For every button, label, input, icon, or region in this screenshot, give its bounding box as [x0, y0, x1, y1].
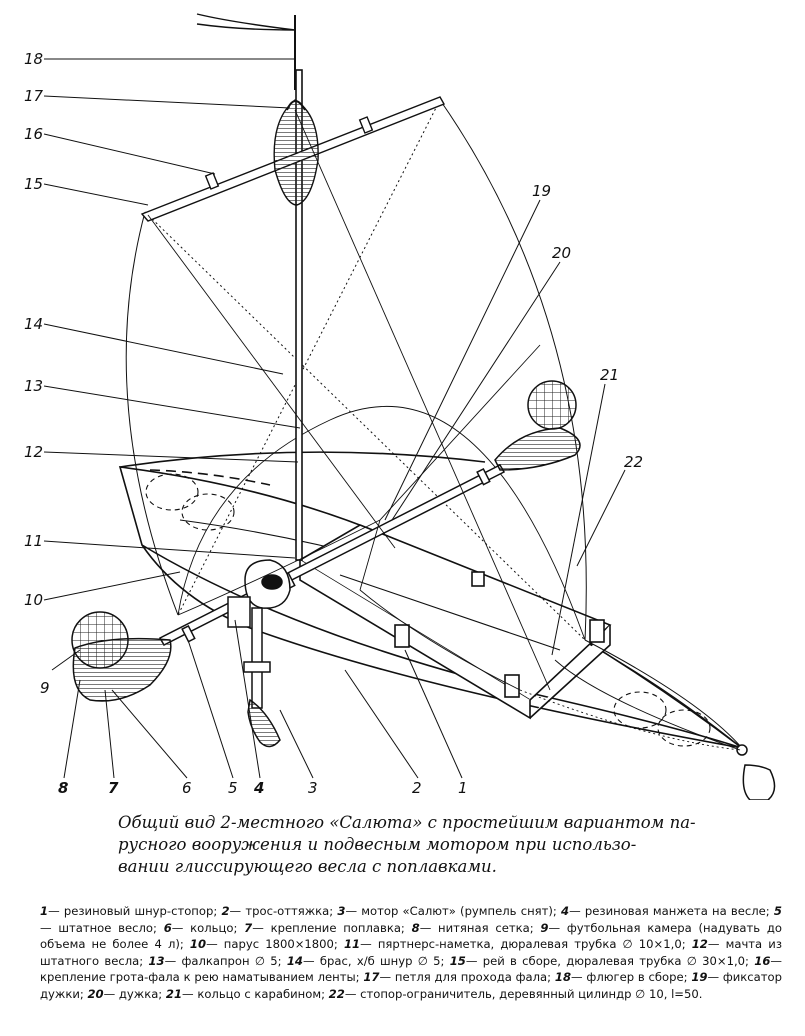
legend-item: 12— мачта из штатного весла; [40, 937, 782, 968]
legend-item: 2— трос-оттяжка; [221, 904, 338, 918]
legend-item: 7— крепление поплавка; [244, 920, 412, 935]
figure-caption: Общий вид 2-местного «Салюта» с простейш… [118, 812, 718, 878]
leader-lines [43, 58, 626, 779]
seat-frame [298, 524, 612, 720]
callout-10: 10 [24, 591, 43, 609]
legend-item: 5— штатное весло; [40, 904, 782, 935]
legend-item: 20— дужка; [87, 986, 166, 1001]
callout-18: 18 [24, 50, 43, 68]
outboard-motor [227, 559, 291, 748]
callout-22: 22 [624, 453, 643, 471]
callout-1: 1 [458, 779, 468, 797]
float-ball-left [71, 611, 129, 669]
legend-item: 14— брас, х/б шнур ∅ 5; [286, 953, 450, 968]
legend-item: 6— кольцо; [163, 920, 245, 935]
legend-item: 15— рей в сборе, дюралевая трубка ∅ 30×1… [449, 953, 755, 968]
legend-item: 8— нитяная сетка; [411, 920, 541, 935]
callout-3: 3 [308, 779, 318, 797]
callout-20: 20 [552, 244, 571, 262]
callout-4: 4 [253, 779, 264, 797]
legend-item: 17— петля для прохода фала; [363, 970, 555, 984]
callout-21: 21 [600, 366, 619, 384]
mast-float [273, 99, 319, 206]
stern-fitting [736, 744, 776, 800]
callout-12: 12 [24, 443, 43, 461]
rigging-lines [147, 109, 741, 751]
callout-6: 6 [182, 779, 192, 797]
legend-item: 19— фиксатор дужки; [40, 970, 782, 1001]
callout-7: 7 [108, 779, 119, 797]
legend-item: 1— резиновый шнур-стопор; [40, 904, 222, 918]
legend-item: 22— стопор-ограничитель, деревянный цили… [328, 986, 703, 1001]
legend-item: 18— флюгер в сборе; [554, 970, 692, 984]
parts-legend: 1— резиновый шнур-стопор; 2— трос-оттяжк… [40, 903, 782, 1002]
caption-line-2: русного вооружения и подвесным мотором п… [118, 835, 637, 854]
legend-item: 4— резиновая манжета на весле; [561, 904, 774, 918]
callout-15: 15 [24, 175, 43, 193]
legend-item: 9— футбольная камера (надувать до объема… [40, 920, 782, 952]
callout-9: 9 [40, 679, 50, 697]
caption-line-1: Общий вид 2-местного «Салюта» с простейш… [118, 813, 696, 832]
callout-14: 14 [24, 315, 43, 333]
vane-flag [196, 13, 296, 90]
callout-2: 2 [412, 779, 422, 797]
callout-5: 5 [228, 779, 238, 797]
callout-13: 13 [24, 377, 43, 395]
callout-numbers: 18 17 16 15 19 20 14 13 21 12 22 11 10 9… [24, 50, 643, 797]
legend-item: 16— крепление грота-фала к рею наматыван… [40, 953, 782, 985]
boat-sail-diagram: 18 17 16 15 19 20 14 13 21 12 22 11 10 9… [24, 13, 776, 800]
legend-item: 21— кольцо с карабином; [165, 986, 329, 1001]
legend-item: 10— парус 1800×1800; [189, 937, 344, 951]
callout-8: 8 [58, 779, 68, 797]
callout-19: 19 [532, 182, 551, 200]
callout-11: 11 [24, 532, 43, 550]
legend-item: 13— фалкапрон ∅ 5; [148, 953, 287, 968]
legend-item: 11— пяртнерс-наметка, дюралевая трубка ∅… [343, 937, 692, 951]
float-ball-right [527, 380, 577, 430]
sail [125, 99, 743, 749]
caption-line-3: вании глиссирующего весла с поплавками. [118, 857, 497, 876]
callout-17: 17 [24, 87, 44, 105]
legend-item: 3— мотор «Салют» (румпель снят); [337, 904, 562, 918]
callout-16: 16 [24, 125, 43, 143]
